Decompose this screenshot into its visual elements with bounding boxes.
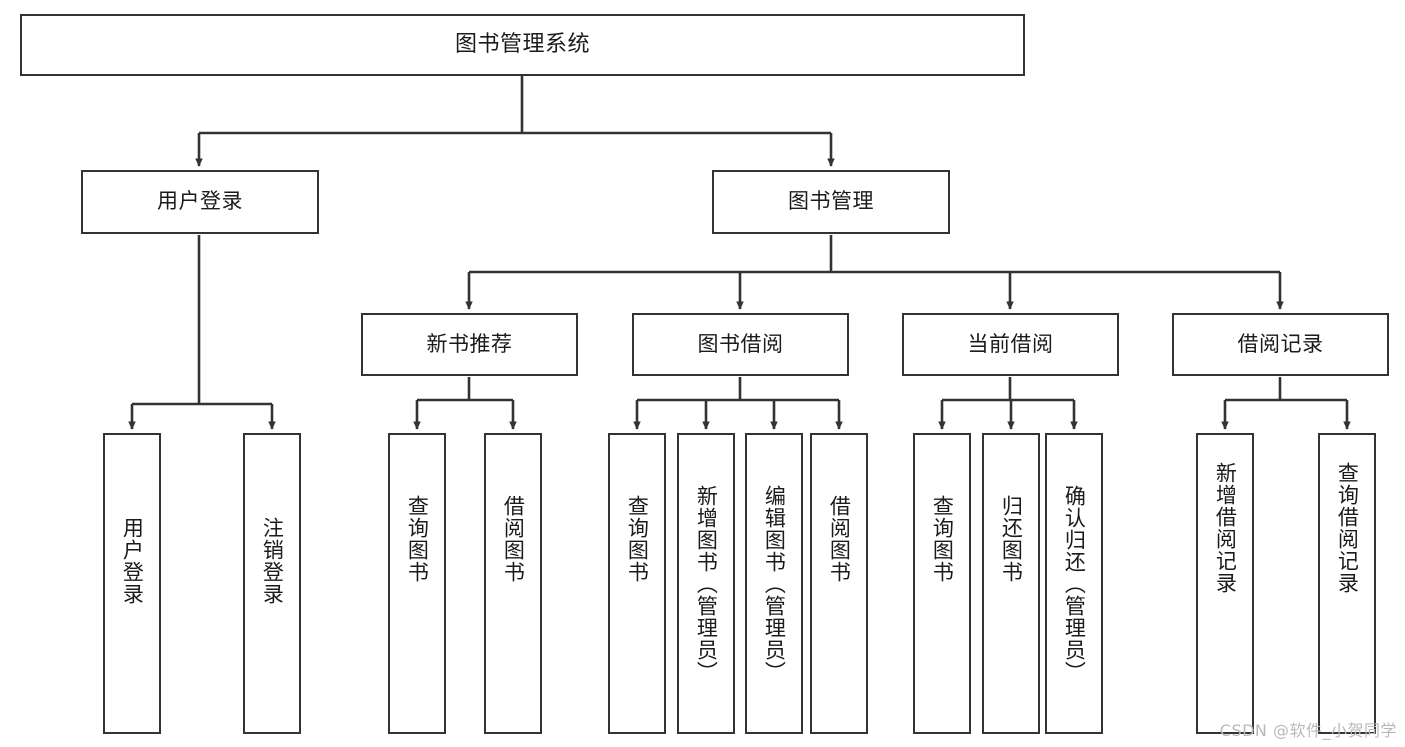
node-label: 查询图书 xyxy=(625,495,650,583)
leaf-query-borrow-record[interactable]: 查询借阅记录 xyxy=(1318,433,1376,734)
leaf-add-book-admin[interactable]: 新增图书（管理员） xyxy=(677,433,735,734)
leaf-query-book-borrow[interactable]: 查询图书 xyxy=(608,433,666,734)
node-label: 查询借阅记录 xyxy=(1335,462,1360,594)
node-label: 借阅图书 xyxy=(827,495,852,583)
node-label: 图书借阅 xyxy=(697,331,784,356)
node-label: 新增图书（管理员） xyxy=(694,484,719,683)
node-book-management[interactable]: 图书管理 xyxy=(712,170,950,234)
node-user-login[interactable]: 用户登录 xyxy=(81,170,319,234)
leaf-user-login[interactable]: 用户登录 xyxy=(103,433,161,734)
leaf-borrow-book[interactable]: 借阅图书 xyxy=(810,433,868,734)
node-label: 图书管理系统 xyxy=(454,31,590,57)
node-borrow-record[interactable]: 借阅记录 xyxy=(1172,313,1389,376)
leaf-borrow-book-recommend[interactable]: 借阅图书 xyxy=(484,433,542,734)
node-label: 用户登录 xyxy=(120,517,145,605)
node-label: 借阅记录 xyxy=(1237,331,1324,356)
node-current-borrow[interactable]: 当前借阅 xyxy=(902,313,1119,376)
leaf-edit-book-admin[interactable]: 编辑图书（管理员） xyxy=(745,433,803,734)
node-label: 图书管理 xyxy=(788,189,874,214)
node-new-book-recommend[interactable]: 新书推荐 xyxy=(361,313,578,376)
leaf-return-book[interactable]: 归还图书 xyxy=(982,433,1040,734)
leaf-logout[interactable]: 注销登录 xyxy=(243,433,301,734)
watermark-text: CSDN @软件_小贺同学 xyxy=(1219,721,1397,740)
leaf-query-book-current[interactable]: 查询图书 xyxy=(913,433,971,734)
node-label: 新书推荐 xyxy=(426,331,513,356)
node-label: 注销登录 xyxy=(260,517,285,605)
node-label: 查询图书 xyxy=(930,495,955,583)
node-label: 查询图书 xyxy=(405,495,430,583)
node-label: 确认归还（管理员） xyxy=(1062,484,1087,683)
leaf-query-book-recommend[interactable]: 查询图书 xyxy=(388,433,446,734)
node-label: 编辑图书（管理员） xyxy=(762,484,787,683)
leaf-add-borrow-record[interactable]: 新增借阅记录 xyxy=(1196,433,1254,734)
node-label: 归还图书 xyxy=(999,495,1024,583)
node-label: 当前借阅 xyxy=(967,331,1054,356)
node-label: 用户登录 xyxy=(157,189,243,214)
node-book-borrow[interactable]: 图书借阅 xyxy=(632,313,849,376)
leaf-confirm-return-admin[interactable]: 确认归还（管理员） xyxy=(1045,433,1103,734)
node-label: 新增借阅记录 xyxy=(1213,462,1238,594)
node-book-management-system[interactable]: 图书管理系统 xyxy=(20,14,1025,76)
node-label: 借阅图书 xyxy=(501,495,526,583)
